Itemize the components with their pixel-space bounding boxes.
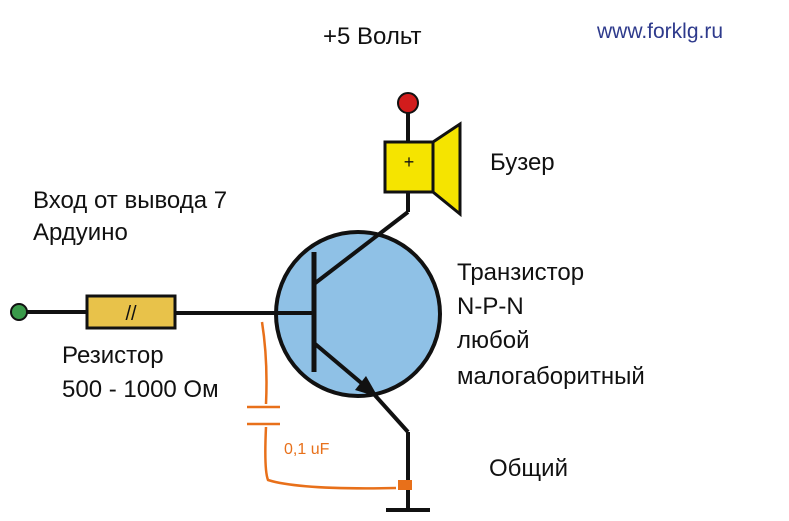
resistor-label-line1: Резистор xyxy=(62,342,164,369)
transistor-label-line4: малогаборитный xyxy=(457,363,645,390)
capacitor-ground-junction xyxy=(398,480,412,490)
capacitor xyxy=(247,321,412,490)
emitter-arrow-icon xyxy=(355,376,378,397)
supply-terminal xyxy=(397,92,419,114)
capacitor-top-wire xyxy=(260,321,268,405)
supply-voltage-label: +5 Вольт xyxy=(323,23,422,50)
transistor-collector-lead xyxy=(312,210,410,286)
transistor-label-line3: любой xyxy=(457,327,530,354)
transistor-label-line1: Транзистор xyxy=(457,259,585,286)
capacitor-bottom-wire xyxy=(264,426,397,490)
ground-label: Общий xyxy=(489,455,568,482)
resistor-body xyxy=(85,294,177,330)
input-label-line1: Вход от вывода 7 xyxy=(33,187,228,214)
buzzer xyxy=(383,121,462,218)
transistor-label-line2: N-P-N xyxy=(457,293,524,320)
buzzer-horn xyxy=(431,121,462,218)
resistor-label-line2: 500 - 1000 Ом xyxy=(62,376,219,403)
site-url: www.forklg.ru xyxy=(597,20,724,43)
buzzer-label: Бузер xyxy=(490,149,555,176)
resistor-mark: // xyxy=(125,303,137,325)
buzzer-plus-sign: + xyxy=(404,152,415,172)
input-label-line2: Ардуино xyxy=(33,219,128,246)
emitter-ground-lead xyxy=(370,390,410,434)
capacitor-label: 0,1 uF xyxy=(284,441,330,458)
input-terminal xyxy=(10,303,28,321)
